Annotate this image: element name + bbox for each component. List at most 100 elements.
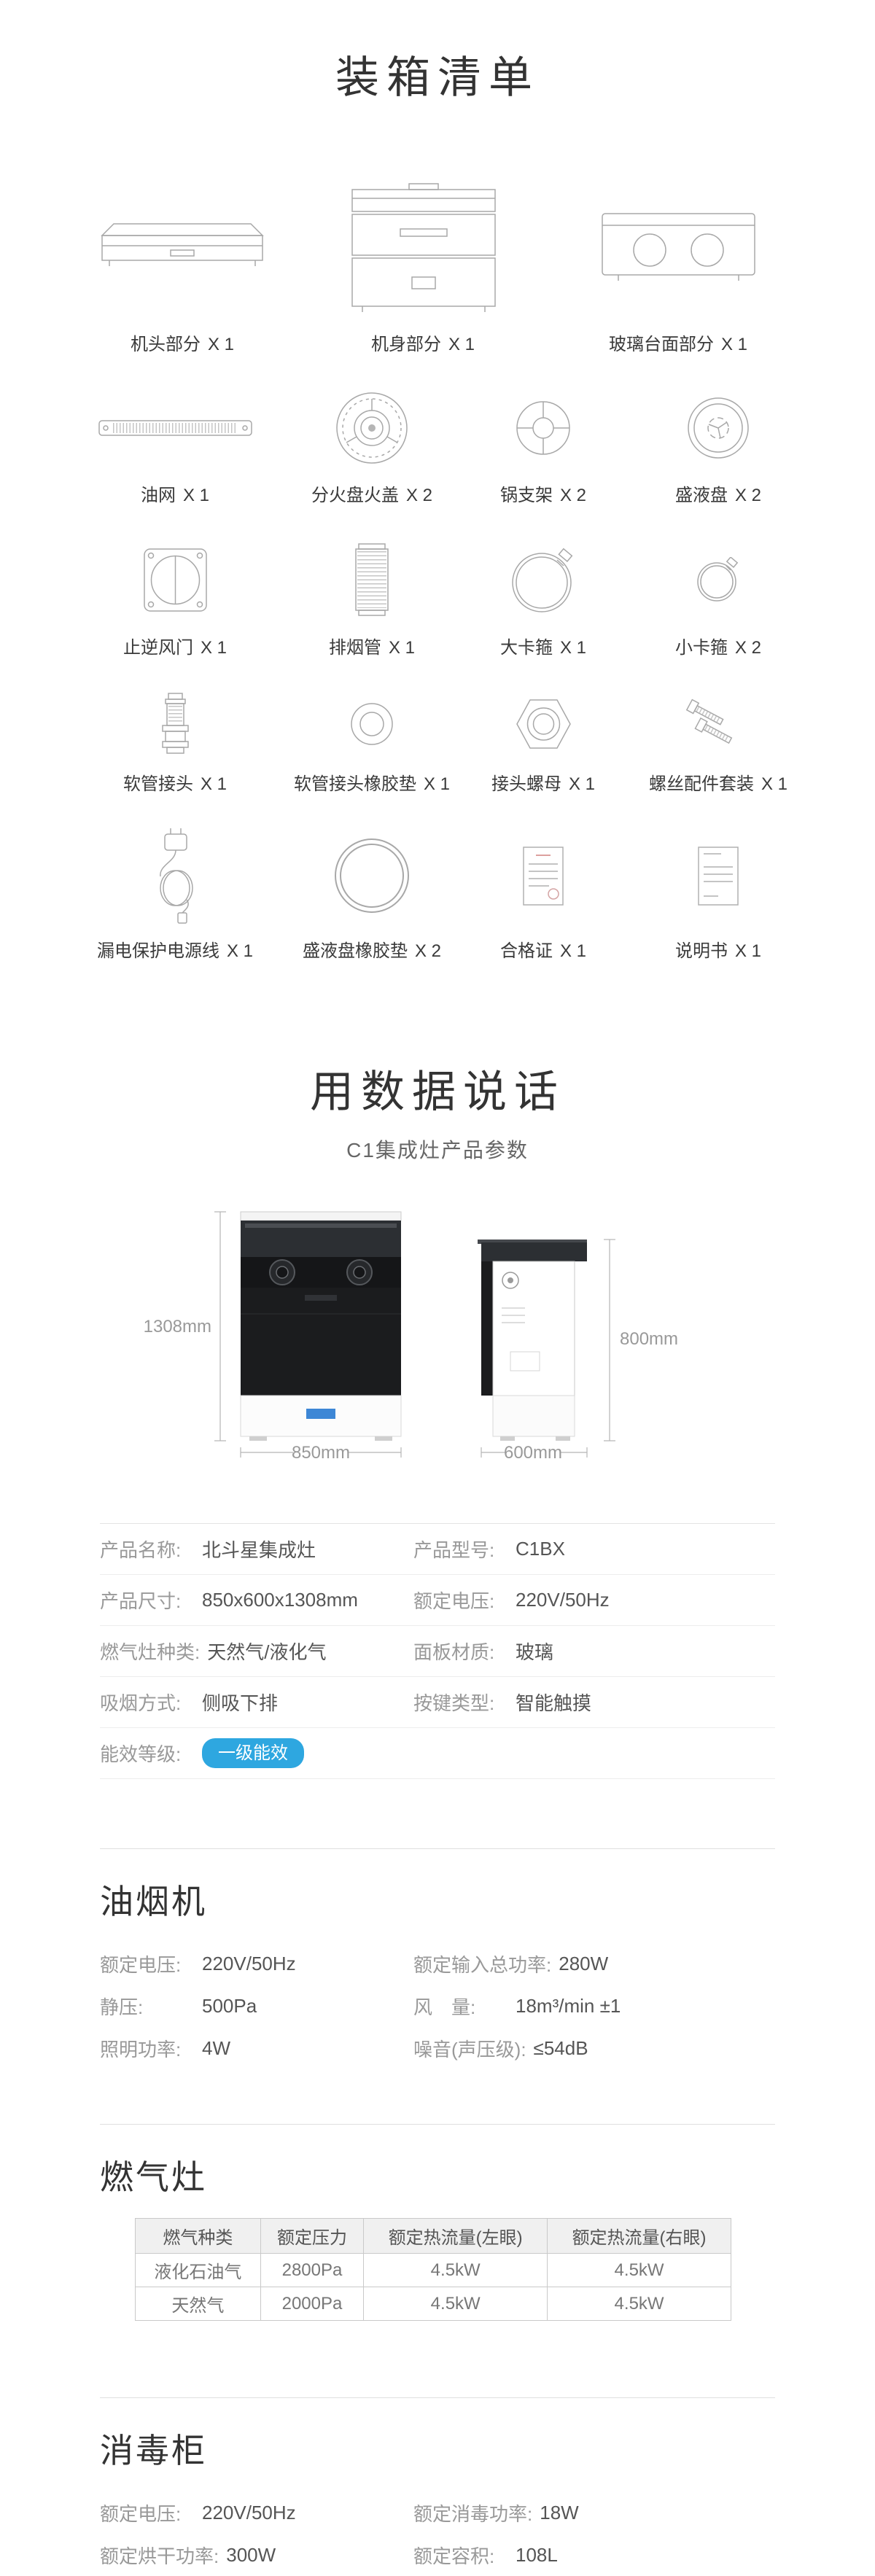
- hood-spec-row: 额定电压:220V/50Hz 额定输入总功率:280W: [100, 1942, 775, 1985]
- spec-value: 220V/50Hz: [202, 2501, 296, 2524]
- pack-item-manual: 说明书 X 1: [627, 824, 809, 962]
- head-unit-icon: [95, 175, 270, 321]
- front-view: [240, 1211, 402, 1441]
- oil-mesh-icon: [97, 384, 254, 472]
- packing-list-title: 装箱清单: [335, 53, 540, 102]
- pack-item-label: 说明书 X 1: [675, 936, 761, 962]
- dimension-label-side-depth: 600mm: [504, 1443, 562, 1463]
- spec-label: 按键类型:: [413, 1692, 495, 1714]
- pack-item-qty: X 2: [405, 486, 433, 505]
- spec-value: 220V/50Hz: [516, 1589, 610, 1611]
- spec-label: 额定电压:: [413, 1590, 495, 1612]
- spec-value: 18W: [540, 2501, 579, 2524]
- hood-section: 油烟机 额定电压:220V/50Hz 额定输入总功率:280W 静压:500Pa…: [100, 1848, 775, 2069]
- spec-row: 产品名称:北斗星集成灶 产品型号:C1BX: [100, 1524, 775, 1575]
- pack-item-name: 玻璃台面部分: [608, 335, 714, 354]
- pack-item-qty: X 1: [207, 335, 235, 354]
- pack-item-exhaust-duct: 排烟管 X 1: [284, 535, 459, 658]
- sterilizer-spec-row: 额定电压:220V/50Hz 额定消毒功率:18W: [100, 2491, 775, 2534]
- table-cell: 2800Pa: [260, 2253, 365, 2287]
- data-section-title: 用数据说话: [310, 1067, 565, 1116]
- drip-tray-icon: [685, 384, 751, 472]
- spec-value: ≤54dB: [533, 2036, 588, 2059]
- dimension-label-side-height: 800mm: [620, 1329, 678, 1349]
- spec-row: 燃气灶种类:天然气/液化气 面板材质:玻璃: [100, 1626, 775, 1677]
- spec-value: 850x600x1308mm: [202, 1589, 358, 1611]
- dimension-label-front-width: 850mm: [292, 1443, 350, 1463]
- spec-row: 吸烟方式:侧吸下排 按键类型:智能触摸: [100, 1677, 775, 1728]
- pack-item-name: 说明书: [674, 941, 728, 961]
- pack-item-qty: X 2: [559, 486, 587, 505]
- side-view: [478, 1240, 587, 1441]
- pack-item-name: 软管接头: [122, 774, 193, 794]
- pack-item-qty: X 1: [568, 774, 596, 794]
- spec-value: 4W: [202, 2036, 230, 2059]
- table-cell: 液化石油气: [135, 2253, 261, 2287]
- spec-label: 产品名称:: [100, 1539, 182, 1561]
- check-valve-icon: [141, 535, 210, 624]
- hood-spec-row: 静压:500Pa 风 量:18m³/min ±1: [100, 1985, 775, 2027]
- table-cell: 2000Pa: [260, 2287, 365, 2321]
- spec-label: 燃气灶种类:: [100, 1641, 201, 1663]
- dimension-lines: [214, 1211, 615, 1458]
- pack-item-label: 排烟管 X 1: [329, 633, 415, 658]
- pot-rack-icon: [514, 384, 572, 472]
- pack-item-head-unit: 机头部分 X 1: [66, 175, 299, 355]
- pack-item-name: 盛液盘橡胶垫: [302, 941, 408, 961]
- pack-item-qty: X 1: [734, 941, 762, 961]
- connector-nut-icon: [513, 688, 575, 760]
- large-clamp-icon: [509, 535, 578, 624]
- pack-item-qty: X 1: [720, 335, 748, 354]
- pack-item-name: 漏电保护电源线: [96, 941, 219, 961]
- spec-value: 北斗星集成灶: [202, 1539, 316, 1561]
- spec-label: 能效等级:: [100, 1743, 182, 1765]
- pack-item-qty: X 2: [734, 486, 762, 505]
- pack-item-qty: X 1: [388, 638, 416, 658]
- pack-item-label: 玻璃台面部分 X 1: [609, 330, 747, 355]
- dimension-label-front-height: 1308mm: [144, 1317, 211, 1336]
- pack-item-qty: X 1: [559, 638, 587, 658]
- stove-section-title: 燃气灶: [100, 2158, 207, 2196]
- tray-washer-icon: [332, 824, 412, 927]
- spec-label: 额定容积:: [413, 2545, 495, 2567]
- table-row: 天然气 2000Pa 4.5kW 4.5kW: [135, 2287, 731, 2321]
- spec-value: 智能触摸: [516, 1692, 592, 1714]
- pack-item-qty: X 1: [423, 774, 451, 794]
- spec-value: C1BX: [516, 1538, 565, 1560]
- certificate-icon: [521, 824, 565, 927]
- pack-item-name: 排烟管: [328, 638, 381, 658]
- product-diagram-svg: 1308mm 850mm 800mm 600mm: [144, 1211, 678, 1463]
- pack-item-name: 机头部分: [130, 335, 201, 354]
- spec-row: 产品尺寸:850x600x1308mm 额定电压:220V/50Hz: [100, 1575, 775, 1626]
- small-clamp-icon: [696, 535, 741, 624]
- spec-value: 500Pa: [202, 1994, 257, 2017]
- spec-label: 吸烟方式:: [100, 1692, 182, 1714]
- pack-item-drip-tray: 盛液盘 X 2: [627, 384, 809, 506]
- table-cell: 4.5kW: [547, 2287, 731, 2321]
- product-diagram: 1308mm 850mm 800mm 600mm: [0, 1199, 875, 1490]
- pack-item-name: 盛液盘: [674, 486, 728, 505]
- spec-value: 天然气/液化气: [207, 1641, 327, 1663]
- data-section-subtitle: C1集成灶产品参数: [346, 1139, 529, 1161]
